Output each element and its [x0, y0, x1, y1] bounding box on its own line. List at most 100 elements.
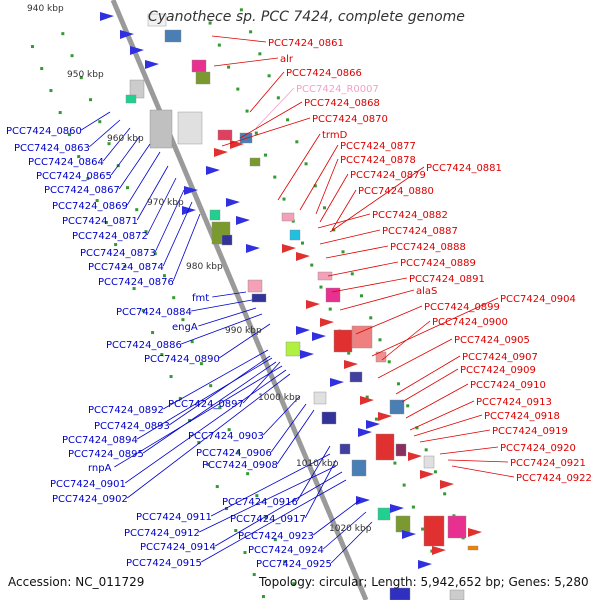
leader-line	[213, 57, 279, 67]
track-dot	[387, 360, 391, 364]
track-dot	[162, 274, 166, 278]
track-dot	[374, 417, 378, 421]
gene-arrow	[418, 560, 432, 569]
gene-arrow	[182, 206, 196, 215]
leader-line	[377, 338, 453, 379]
left-gene-label: PCC7424_0886	[106, 340, 182, 351]
gene-arrow	[206, 166, 220, 175]
leader-line	[142, 361, 277, 454]
gene-arrow	[246, 244, 260, 253]
gene-block	[195, 71, 211, 85]
gene-arrow	[402, 530, 416, 539]
gene-arrow	[468, 528, 482, 537]
left-gene-label: PCC7424_0895	[68, 449, 144, 460]
track-dot	[273, 538, 277, 542]
right-gene-label: PCC7424_0888	[390, 242, 466, 253]
right-gene-label: PCC7424_0913	[476, 397, 552, 408]
left-gene-label: PCC7424_0924	[248, 545, 324, 556]
gene-block	[125, 94, 137, 104]
gene-block	[251, 293, 267, 303]
track-dot	[104, 221, 108, 225]
track-dot	[208, 21, 212, 25]
right-gene-label: PCC7424_0861	[268, 38, 344, 49]
leader-line	[163, 349, 269, 410]
right-gene-label: PCC7424_0909	[460, 365, 536, 376]
left-gene-label: PCC7424_0908	[202, 460, 278, 471]
gene-arrow	[358, 428, 372, 437]
leader-line	[146, 177, 177, 236]
leader-line	[110, 135, 141, 176]
right-gene-label: PCC7424_0918	[484, 411, 560, 422]
gene-block	[129, 79, 145, 99]
track-dot	[86, 177, 90, 181]
track-dot	[430, 549, 434, 553]
track-dot	[264, 153, 268, 157]
gene-arrow	[312, 332, 326, 341]
track-dot	[406, 404, 410, 408]
gene-arrow	[360, 396, 374, 405]
track-dot	[218, 406, 222, 410]
leader-line	[327, 261, 399, 277]
kbp-tick-label: 1010 kbp	[296, 459, 339, 469]
right-gene-label: PCC7424_R0007	[296, 84, 379, 95]
left-gene-label: PCC7424_0864	[28, 157, 104, 168]
track-dot	[153, 252, 157, 256]
leader-line	[80, 111, 111, 131]
left-gene-label: PCC7424_0865	[36, 171, 112, 182]
right-gene-label: PCC7424_0868	[304, 98, 380, 109]
left-gene-label: PCC7424_0902	[52, 494, 128, 505]
right-gene-label: PCC7424_0922	[516, 473, 592, 484]
leader-line	[405, 383, 469, 419]
topology-text: Topology: circular; Length: 5,942,652 bp…	[259, 575, 589, 589]
left-gene-label: PCC7424_0873	[80, 248, 156, 259]
leader-line	[419, 429, 491, 443]
gene-arrow	[236, 216, 250, 225]
leader-line	[317, 213, 371, 229]
leader-line	[212, 291, 247, 298]
right-gene-label: PCC7424_0891	[409, 274, 485, 285]
track-dot	[234, 529, 238, 533]
track-dot	[261, 595, 265, 599]
kbp-tick-label: 1000 kbp	[258, 393, 301, 403]
track-dot	[378, 338, 382, 342]
track-dot	[58, 111, 62, 115]
gene-arrow	[344, 360, 358, 369]
leader-line	[439, 446, 499, 455]
track-dot	[350, 272, 354, 276]
track-dot	[347, 351, 351, 355]
track-dot	[132, 287, 136, 291]
left-gene-label: PCC7424_0917	[230, 514, 306, 525]
leader-line	[371, 297, 499, 357]
leader-line	[172, 213, 201, 282]
gene-arrow	[320, 318, 334, 327]
track-dot	[273, 175, 277, 179]
left-gene-label: PCC7424_0884	[116, 307, 192, 318]
right-gene-label: PCC7424_0910	[470, 380, 546, 391]
right-gene-label: PCC7424_0920	[500, 443, 576, 454]
kbp-tick-label: 940 kbp	[27, 4, 64, 14]
leader-line	[214, 471, 343, 547]
right-gene-label: alaS	[416, 286, 437, 297]
kbp-tick-label: 990 kbp	[225, 326, 262, 336]
track-dot	[360, 294, 363, 298]
track-dot	[79, 76, 83, 80]
track-dot	[415, 426, 419, 430]
track-dot	[421, 527, 425, 531]
left-gene-label: engA	[172, 322, 198, 333]
kbp-tick-label: 960 kbp	[107, 134, 144, 144]
gene-block	[447, 515, 467, 539]
track-dot	[433, 470, 437, 474]
track-dot	[225, 507, 228, 511]
leader-line	[395, 355, 461, 395]
gene-block	[377, 507, 391, 521]
track-dot	[365, 395, 369, 399]
left-gene-label: PCC7424_0901	[50, 479, 126, 490]
right-gene-label: PCC7424_0877	[340, 141, 416, 152]
gene-block	[333, 329, 353, 353]
track-dot	[209, 384, 213, 388]
track-dot	[197, 441, 201, 445]
track-dot	[95, 199, 99, 203]
track-dot	[61, 32, 65, 36]
kbp-tick-label: 980 kbp	[186, 262, 223, 272]
